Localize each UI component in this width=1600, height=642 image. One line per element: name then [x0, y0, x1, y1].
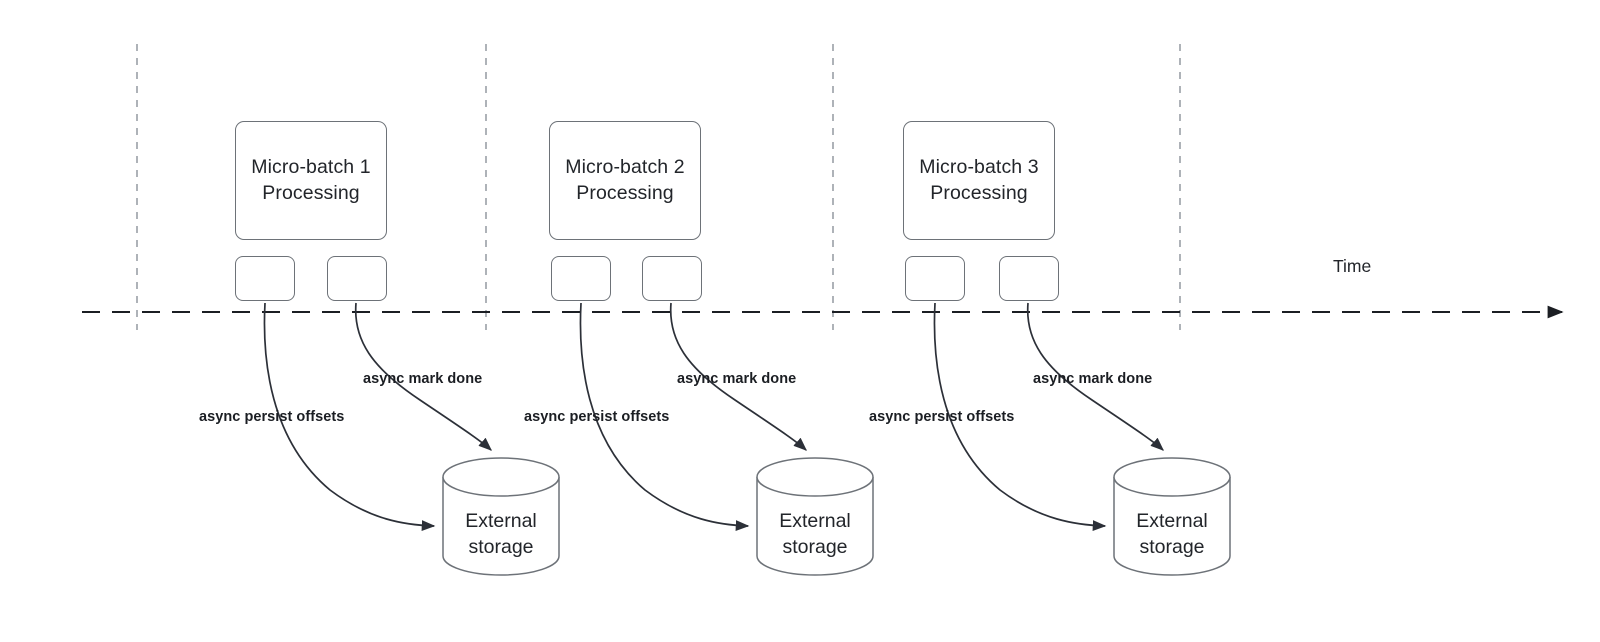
external-storage-1[interactable]: External storage	[443, 477, 559, 575]
micro-batch-1-box[interactable]: Micro-batch 1 Processing	[235, 121, 387, 240]
micro-batch-3-mark-done-label: async mark done	[1033, 371, 1153, 387]
external-storage-3[interactable]: External storage	[1114, 477, 1230, 575]
external-storage-1-label: External storage	[465, 510, 537, 558]
micro-batch-1-persist-task[interactable]	[235, 256, 295, 301]
external-storage-2[interactable]: External storage	[757, 477, 873, 575]
micro-batch-2-label: Micro-batch 2 Processing	[565, 155, 685, 204]
micro-batch-2-persist-task[interactable]	[551, 256, 611, 301]
micro-batch-2-persist-label: async persist offsets	[524, 409, 670, 425]
micro-batch-3-persist-task[interactable]	[905, 256, 965, 301]
micro-batch-1-label: Micro-batch 1 Processing	[251, 155, 371, 204]
micro-batch-3-box[interactable]: Micro-batch 3 Processing	[903, 121, 1055, 240]
external-storage-3-label: External storage	[1136, 510, 1208, 558]
external-storage-2-label: External storage	[779, 510, 851, 558]
micro-batch-2-mark-done-label: async mark done	[677, 371, 797, 387]
micro-batch-3-label: Micro-batch 3 Processing	[919, 155, 1039, 204]
micro-batch-2-box[interactable]: Micro-batch 2 Processing	[549, 121, 701, 240]
micro-batch-1-mark-done-label: async mark done	[363, 371, 483, 387]
micro-batch-3-markdone-task[interactable]	[999, 256, 1059, 301]
micro-batch-2-markdone-task[interactable]	[642, 256, 702, 301]
time-axis-label: Time	[1333, 256, 1372, 276]
micro-batch-1-persist-label: async persist offsets	[199, 409, 345, 425]
micro-batch-3-persist-label: async persist offsets	[869, 409, 1015, 425]
micro-batch-1-markdone-task[interactable]	[327, 256, 387, 301]
